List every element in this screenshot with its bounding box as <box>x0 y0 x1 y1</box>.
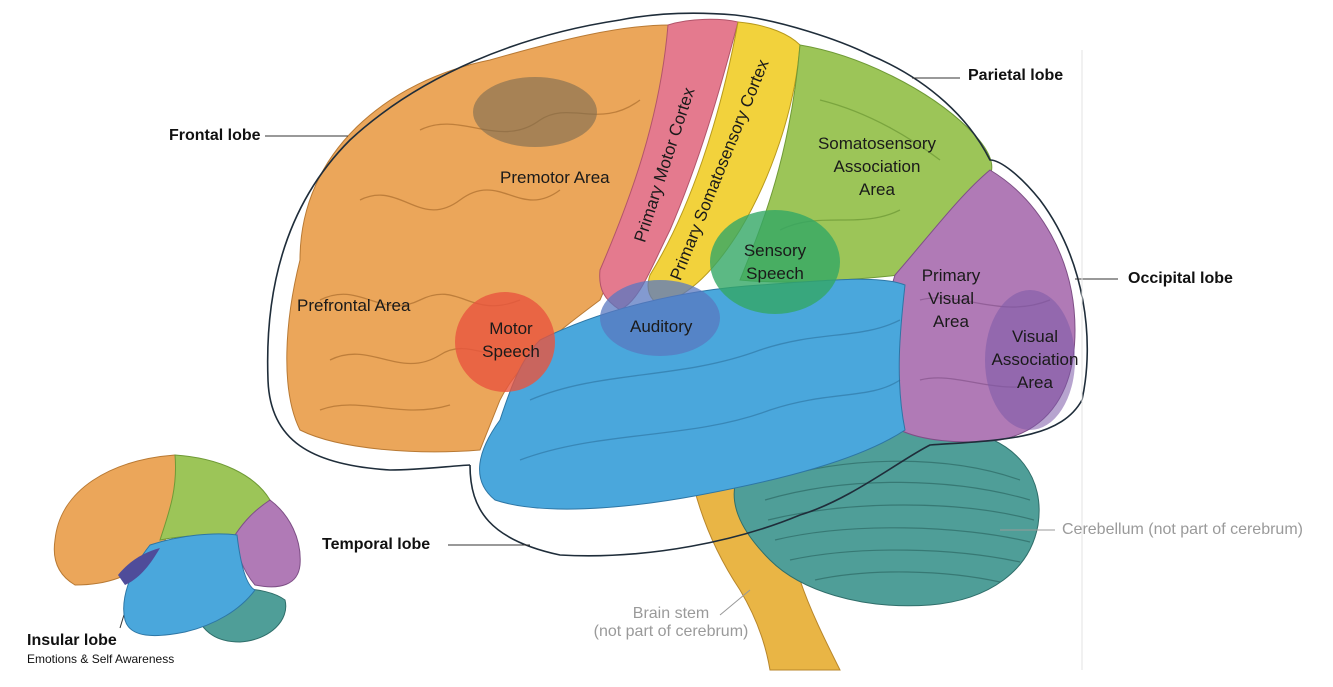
sensory-speech-spot <box>710 210 840 314</box>
cerebellum-label: Cerebellum (not part of cerebrum) <box>1062 521 1303 538</box>
temporal-lobe-label: Temporal lobe <box>322 536 431 553</box>
cerebrum-outline <box>266 12 1089 557</box>
brain-stem-label: Brain stem(not part of cerebrum) <box>593 605 749 640</box>
gyri-texture <box>319 99 1051 461</box>
motor-speech-spot <box>455 292 555 392</box>
insular-lobe-label: Insular lobe <box>27 632 117 649</box>
auditory-spot <box>600 280 720 356</box>
auditory-label: Auditory <box>630 317 693 336</box>
premotor-area-label: Premotor Area <box>500 168 610 187</box>
insular-lobe-note: Emotions & Self Awareness <box>27 652 175 666</box>
cerebellum-folia <box>764 460 1035 583</box>
occipital-lobe-label: Occipital lobe <box>1128 270 1233 287</box>
visual-association-spot <box>985 290 1075 430</box>
parietal-lobe-label: Parietal lobe <box>968 67 1064 84</box>
premotor-spot <box>473 77 597 147</box>
frontal-lobe-label: Frontal lobe <box>169 127 261 144</box>
inset-brain <box>53 454 301 643</box>
prefrontal-area-label: Prefrontal Area <box>297 296 411 315</box>
